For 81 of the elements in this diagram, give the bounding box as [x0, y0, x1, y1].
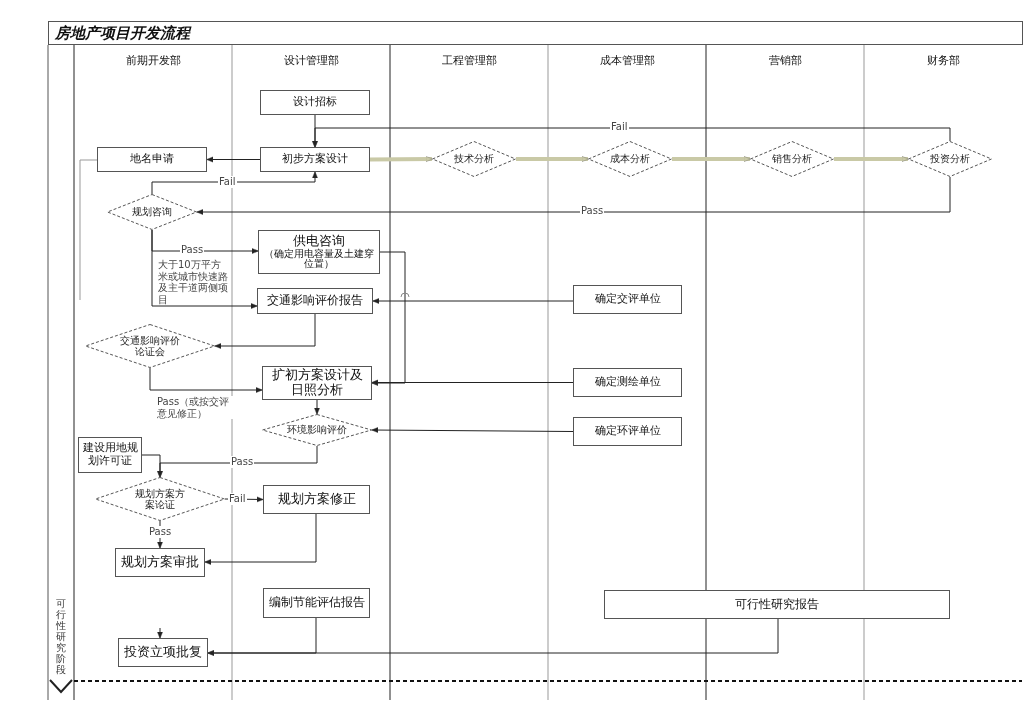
node-text: 可行性研究报告 [735, 597, 819, 612]
edge-label: 大于10万平方米或城市快速路及主干道两侧项目 [157, 259, 231, 305]
node-text: 初步方案设计 [282, 153, 348, 166]
node-text: 设计招标 [293, 96, 337, 109]
process-box [97, 147, 207, 172]
decision-diamond [908, 141, 992, 177]
process-box [573, 368, 682, 397]
stage-label: 可行性研究阶段 [56, 598, 66, 675]
lane-header: 成本管理部 [598, 53, 656, 69]
edge-label: Fail [610, 121, 629, 133]
edge-label: Pass [148, 526, 173, 538]
node-text: 确定环评单位 [594, 425, 661, 438]
lane-header: 财务部 [925, 53, 961, 69]
process-box [260, 90, 370, 115]
arrow [151, 229, 258, 309]
process-box [262, 366, 372, 400]
edge-label: Pass [180, 244, 205, 256]
arrow [206, 156, 261, 163]
decision-diamond [750, 141, 834, 177]
arrow [371, 427, 574, 433]
node-text: 技术分析 [454, 153, 494, 165]
arrow [196, 176, 951, 215]
arrow [204, 513, 317, 565]
process-box [604, 590, 950, 619]
arrow [314, 399, 320, 415]
node-text: 建设用地规划许可证 [82, 442, 138, 468]
lane-header: 工程管理部 [440, 53, 498, 69]
decision-diamond [107, 194, 197, 230]
node-text: 投资立项批复 [124, 645, 202, 660]
node-text: 交通影响评价论证会 [120, 334, 180, 358]
arrow [151, 171, 318, 195]
lane-header: 前期开发部 [124, 53, 182, 69]
decision-diamond [95, 477, 225, 521]
node-text: 确定交评单位 [594, 293, 661, 306]
arrow [157, 627, 163, 639]
arrow [149, 367, 263, 393]
process-box [573, 285, 682, 314]
arrow [214, 313, 316, 349]
node-text: 确定测绘单位 [594, 376, 661, 389]
arrow [370, 156, 433, 163]
process-box [118, 638, 208, 667]
process-box [573, 417, 682, 446]
node-subtext: （确定用电容量及土建穿位置） [263, 248, 375, 271]
node-text: 投资分析 [930, 153, 970, 165]
decision-diamond [432, 141, 516, 177]
process-box [263, 485, 370, 514]
node-text: 编制节能评估报告 [268, 596, 365, 610]
arrow [371, 379, 574, 386]
process-box [115, 548, 205, 577]
arrow [834, 156, 909, 162]
node-text: 销售分析 [772, 153, 812, 165]
node-text: 扩初方案设计及日照分析 [270, 368, 364, 398]
decision-diamond [262, 414, 372, 446]
arrow [372, 298, 574, 304]
edge-label: Fail [228, 493, 247, 505]
arrow [516, 156, 589, 162]
node-text: 交通影响评价报告 [267, 294, 363, 308]
process-box [263, 588, 370, 618]
node-text: 供电咨询 [293, 233, 345, 248]
node-text: 规划方案修正 [277, 492, 356, 507]
process-box [260, 147, 370, 172]
node-text: 环境影响评价 [287, 424, 347, 436]
edge-label: Fail [218, 176, 237, 188]
edge-label: Pass [230, 456, 255, 468]
lane-header: 设计管理部 [282, 53, 340, 69]
decision-diamond [85, 324, 215, 368]
arrow [312, 127, 951, 148]
edge-label: Pass [580, 205, 605, 217]
lane-header: 营销部 [767, 53, 803, 69]
process-box [258, 230, 380, 274]
decision-diamond [588, 141, 672, 177]
process-box [257, 288, 373, 314]
arrow [141, 454, 163, 478]
node-text: 规划方案审批 [121, 555, 199, 570]
node-text: 规划咨询 [132, 206, 172, 218]
node-text: 规划方案方案论证 [134, 487, 186, 511]
arrow [672, 156, 751, 162]
node-text: 成本分析 [610, 153, 650, 165]
node-text: 地名申请 [130, 153, 174, 166]
diagram-title: 房地产项目开发流程 [48, 21, 1023, 45]
arrow [207, 618, 779, 656]
